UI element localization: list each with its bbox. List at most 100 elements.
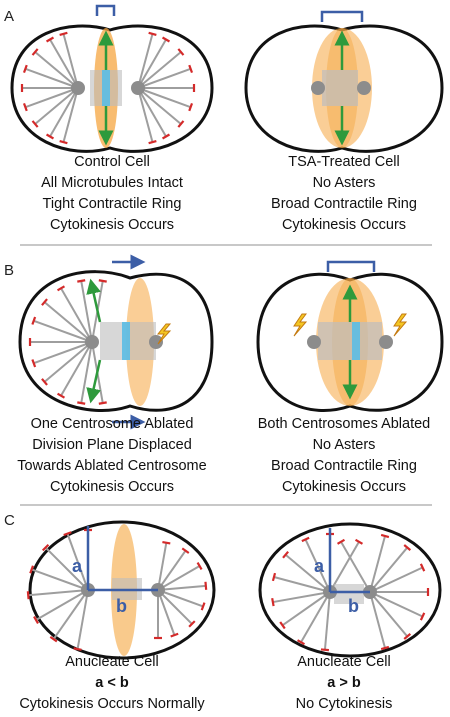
plus-end-cap [161, 36, 171, 43]
caption-line: No Cytokinesis [295, 696, 393, 712]
caption-line: All Microtubules Intact [41, 175, 183, 191]
caption-anucleate-normal: Anucleate Cell a < b Cytokinesis Occurs … [2, 652, 222, 715]
microtubule [369, 546, 409, 593]
panel-label-c: C [4, 512, 15, 529]
microtubule [31, 568, 89, 591]
caption-line: Tight Contractile Ring [42, 196, 182, 212]
microtubule [157, 589, 176, 636]
laser-ablation-icon [393, 313, 408, 337]
microtubule [137, 67, 191, 89]
microtubule [25, 87, 79, 109]
microtubule [157, 542, 168, 591]
centrosome-ablated [149, 335, 163, 349]
ring-width-bracket [320, 10, 364, 22]
chromatin [122, 322, 130, 360]
plus-end-cap [200, 602, 206, 611]
caption-line: Cytokinesis Occurs [49, 479, 175, 495]
chromatin [102, 70, 110, 106]
caption-inequality: a < b [95, 675, 129, 691]
plus-end-cap [41, 543, 50, 552]
plus-end-cap [59, 31, 68, 37]
caption-line: Towards Ablated Centrosome [17, 458, 207, 474]
force-arrow-down [86, 359, 102, 404]
microtubule [157, 550, 187, 591]
distance-a-label: a [72, 556, 83, 576]
microtubule [80, 280, 93, 343]
microtubule [76, 589, 89, 650]
panel-label-b: B [4, 262, 15, 279]
microtubule [137, 51, 182, 89]
caption-line: Broad Contractile Ring [271, 458, 417, 474]
aster-microtubules [26, 528, 208, 651]
centrosome-icon [311, 81, 325, 95]
plus-end-cap [271, 597, 275, 607]
plus-end-cap [162, 540, 171, 545]
microtubule [273, 576, 331, 593]
plus-end-cap [26, 591, 30, 600]
plus-end-cap [59, 139, 68, 145]
plus-end-cap [419, 563, 426, 572]
microtubule [33, 341, 93, 365]
caption-line: Division Plane Displaced [32, 437, 192, 453]
plus-end-cap [380, 533, 390, 539]
plus-end-cap [63, 531, 72, 537]
plus-end-cap [29, 565, 35, 574]
plus-end-cap [73, 647, 82, 651]
caption-line: Cytokinesis Occurs [281, 479, 407, 495]
plus-end-cap [170, 632, 179, 638]
plus-end-cap [77, 401, 86, 405]
plus-end-cap [177, 48, 185, 56]
plus-end-cap [188, 103, 194, 112]
plus-end-cap [148, 139, 157, 145]
plus-end-cap [31, 48, 39, 56]
cell-both-ablated [256, 260, 444, 412]
plus-end-cap [148, 31, 157, 37]
caption-line: No Asters [312, 437, 376, 453]
force-arrow-up [86, 278, 102, 323]
plus-end-cap [22, 103, 28, 112]
microtubule [300, 591, 331, 643]
ring-width-bracket [326, 260, 376, 272]
microtubule [43, 341, 93, 383]
aster-microtubules [271, 532, 430, 652]
microtubule [137, 87, 167, 137]
microtubule [52, 589, 89, 640]
plus-end-cap [380, 645, 390, 651]
plus-end-cap [41, 378, 48, 386]
plus-end-cap [31, 359, 37, 368]
caption-inequality: a > b [327, 675, 361, 691]
ring-width-bracket [95, 4, 116, 16]
spindle [334, 584, 364, 604]
plus-end-cap [196, 561, 203, 571]
centrosome-icon [357, 81, 371, 95]
centrosome-ablated [379, 335, 393, 349]
caption-control: Control Cell All Microtubules Intact Tig… [2, 152, 222, 236]
centrosome-icon [71, 81, 85, 95]
microtubule [369, 591, 386, 649]
plus-end-cap [177, 120, 185, 128]
microtubule [369, 591, 423, 618]
plus-end-cap [33, 615, 39, 625]
spindle [90, 70, 122, 106]
plus-end-cap [320, 648, 330, 652]
cell-anucleate-fail [258, 522, 442, 658]
laser-ablation-icon [293, 313, 308, 337]
microtubule [304, 539, 331, 593]
microtubule [28, 589, 89, 597]
plus-end-cap [403, 633, 412, 640]
plus-end-cap [301, 536, 310, 543]
caption-line: Control Cell [74, 154, 150, 170]
panel-divider [20, 244, 432, 246]
plus-end-cap [45, 36, 55, 43]
distance-a-label: a [314, 556, 325, 576]
plus-end-cap [204, 581, 208, 590]
caption-both-ablated: Both Centrosomes Ablated No Asters Broad… [234, 414, 450, 498]
microtubule [369, 566, 423, 593]
microtubule [44, 546, 89, 591]
microtubule [137, 87, 182, 125]
plus-end-cap [188, 620, 196, 628]
distance-b-label: b [116, 596, 127, 616]
microtubule [49, 87, 79, 137]
plus-end-cap [354, 538, 364, 545]
